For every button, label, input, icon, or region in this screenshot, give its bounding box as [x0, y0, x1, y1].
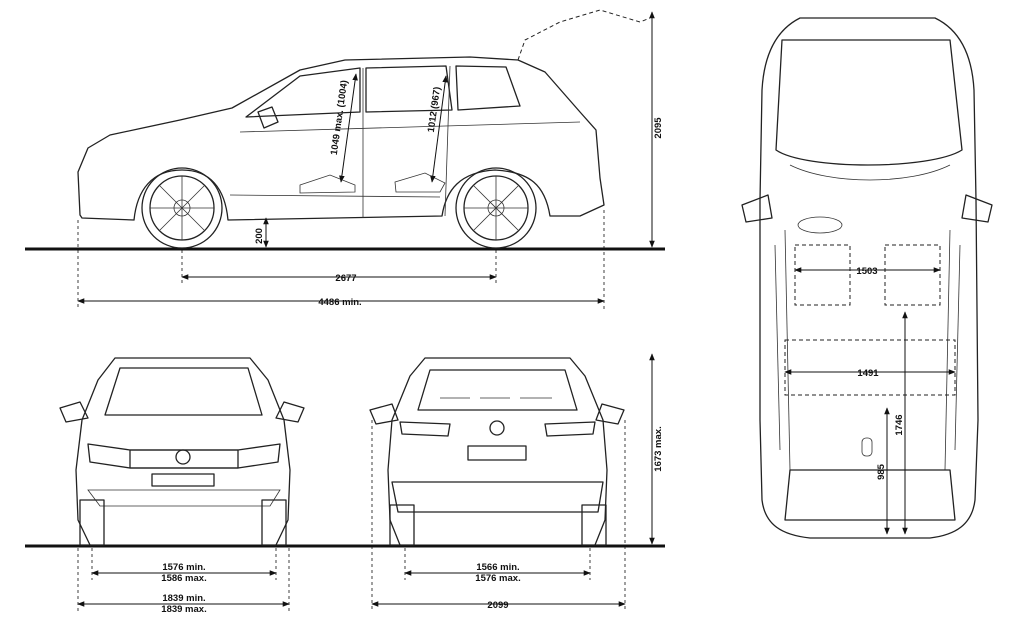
load-length-label: 985	[876, 463, 887, 480]
rear-window	[417, 369, 578, 411]
side-body-outline	[77, 56, 605, 221]
front-width-min-label: 1839 min.	[162, 593, 205, 604]
top-view: 1503 1491 1746 985	[741, 17, 993, 539]
height-total-label: 2095	[653, 117, 664, 139]
rear-right-mirror	[595, 403, 625, 425]
top-windshield-hood	[775, 39, 963, 166]
front-track-max-label: 1586 max.	[161, 573, 206, 584]
front-grille	[129, 449, 239, 469]
rear-right-tire	[581, 504, 607, 546]
front-left-tire	[79, 499, 105, 546]
rear-left-mirror	[369, 403, 399, 425]
front-track-min-label: 1576 min.	[162, 562, 205, 573]
front-left-mirror	[59, 401, 89, 423]
front-seat	[299, 174, 356, 194]
rear-wheel	[455, 167, 537, 249]
rear-logo	[489, 420, 505, 436]
top-body-outline	[759, 17, 979, 539]
rear-bumper	[391, 481, 604, 513]
interior-width-rear-label: 1491	[857, 368, 879, 379]
width-mirrors-label: 2099	[487, 600, 508, 611]
front-plate	[151, 473, 215, 487]
rear-plate	[467, 445, 527, 461]
front-left-seat	[794, 244, 851, 306]
height-mirror-label: 1673 max.	[653, 426, 664, 471]
top-left-mirror	[741, 194, 773, 223]
side-windows	[245, 65, 521, 118]
rear-body-outline	[387, 357, 608, 546]
front-width-max-label: 1839 max.	[161, 604, 206, 615]
front-right-tire	[261, 499, 287, 546]
front-windshield	[104, 367, 263, 416]
rear-track-min-label: 1566 min.	[476, 562, 519, 573]
ground-clearance-label: 200	[254, 228, 265, 244]
open-tailgate	[517, 9, 651, 61]
front-headroom-label: 1049 max. (1004)	[329, 79, 350, 155]
front-logo	[175, 449, 191, 465]
length-label: 4486 min.	[318, 297, 361, 308]
rear-track-max-label: 1576 max.	[475, 573, 520, 584]
rear-left-light	[399, 421, 451, 437]
front-right-seat	[884, 244, 941, 306]
front-view: 1576 min. 1586 max. 1839 min. 1839 max.	[25, 357, 665, 615]
side-view: 2095 200 1049 max. (1004) 1012 (967) 267…	[25, 9, 665, 310]
front-right-mirror	[275, 401, 305, 423]
load-length-total-label: 1746	[894, 414, 905, 435]
front-body-outline	[75, 357, 291, 546]
wheelbase-label: 2677	[335, 273, 356, 284]
interior-width-front-label: 1503	[856, 266, 877, 277]
top-rear-deck	[784, 469, 956, 521]
rear-bench	[784, 339, 956, 396]
rear-view: 1673 max. 1566 min. 1576 max. 2099	[369, 353, 664, 612]
rear-seat	[394, 172, 446, 193]
top-right-mirror	[961, 194, 993, 223]
top-latch-icon	[861, 437, 873, 457]
sunroof-handle	[797, 216, 843, 234]
side-mirror	[257, 106, 279, 129]
rear-right-light	[544, 421, 596, 437]
rear-left-tire	[389, 504, 415, 546]
front-wheel	[141, 167, 223, 249]
